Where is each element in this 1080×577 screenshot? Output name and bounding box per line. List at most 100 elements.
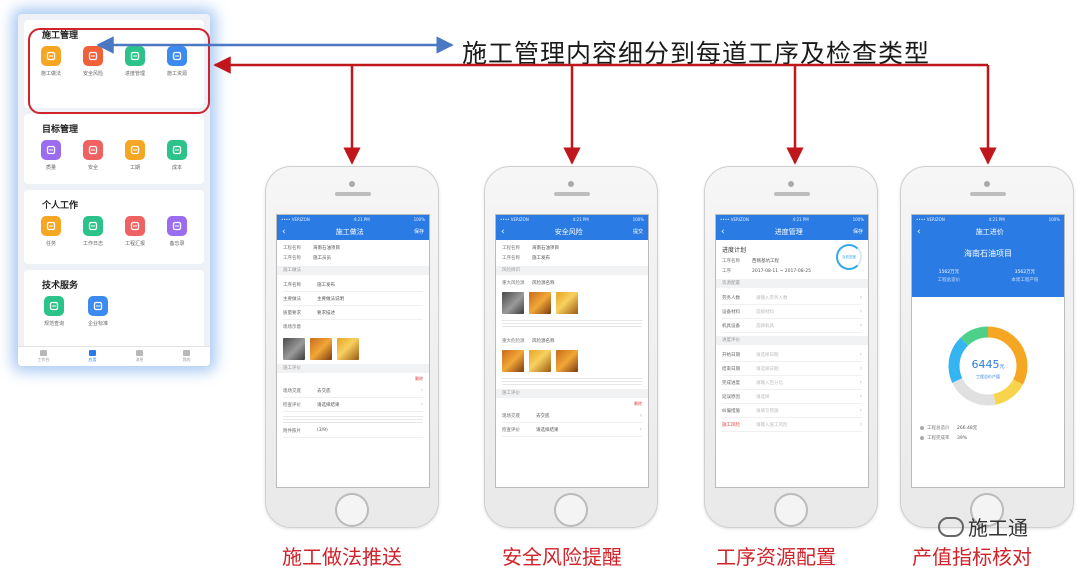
tab-label: 消息 — [135, 357, 144, 362]
save-button[interactable]: 保存 — [852, 229, 863, 235]
photo-thumbnail[interactable] — [529, 350, 551, 372]
clock-icon — [125, 140, 145, 160]
field-value: 请输入施工风险 — [756, 422, 788, 428]
placeholder-text-lines — [283, 414, 423, 424]
section-title: 个人工作 — [42, 201, 79, 211]
field-row[interactable]: 质量要求要求描述 — [283, 306, 423, 320]
tab-label: 应用 — [88, 357, 97, 362]
app-home-panel: 施工管理施工做法安全风险进度管理施工资源目标管理质量安全工期成本个人工作任务工作… — [18, 14, 210, 366]
construction-section-highlight — [28, 28, 210, 114]
photo-thumbnail[interactable] — [310, 338, 332, 360]
app-tile[interactable]: 规范查询 — [36, 296, 72, 327]
field-row[interactable]: 重大风险源风险源名称 — [502, 278, 642, 288]
photo-thumbnail[interactable] — [502, 292, 524, 314]
field-row[interactable]: 完成进度请输入百分比› — [722, 376, 862, 390]
status-bar: •••• VERIZON 4:21 PM 100% — [496, 215, 648, 223]
tab-item[interactable]: 应用 — [89, 350, 97, 363]
info-row: 工序名称施工员员 — [283, 253, 423, 263]
back-chevron-icon[interactable]: ‹ — [501, 226, 505, 237]
field-row[interactable]: 现场交底去交底› — [283, 384, 423, 398]
field-value: 请选择 — [756, 394, 770, 400]
field-row[interactable]: 施工风险请输入施工风险› — [722, 418, 862, 432]
field-row[interactable]: 开始日期请选择日期› — [722, 348, 862, 362]
tab-item[interactable]: 我的 — [183, 350, 191, 363]
photo-thumbnail[interactable] — [502, 350, 524, 372]
delete-link[interactable]: 删除 — [634, 401, 642, 406]
field-row[interactable]: 机具设备选择机具› — [722, 319, 862, 333]
donut-subtitle: 工程总价产值 — [976, 374, 1000, 379]
app-tile[interactable]: 任务 — [33, 216, 69, 247]
field-row[interactable]: 主要做法主要做法说明 — [283, 292, 423, 306]
photo-thumbnail[interactable] — [556, 292, 578, 314]
bottom-tab-bar: 工作台应用 消息 我的 — [18, 346, 210, 366]
field-value: 主要做法说明 — [317, 296, 344, 302]
app-tile[interactable]: 工作日志 — [75, 216, 111, 247]
field-value: 请选择结果 — [317, 402, 340, 408]
app-tile[interactable]: 工程汇报 — [117, 216, 153, 247]
back-chevron-icon[interactable]: ‹ — [282, 226, 286, 237]
app-label: 工期 — [129, 165, 140, 171]
tab-item[interactable]: 工作台 — [38, 350, 50, 363]
battery: 100% — [413, 216, 425, 222]
home-button[interactable] — [970, 493, 1004, 527]
watermark: 施工通 — [938, 512, 1028, 541]
field-row[interactable]: 结束日期请选择日期› — [722, 362, 862, 376]
field-row[interactable]: 延误原因请选择› — [722, 390, 862, 404]
field-key: 纠偏措施 — [722, 408, 740, 414]
photo-thumbnails — [283, 338, 423, 360]
app-icon-row: 质量 安全工期 成本 — [30, 140, 198, 171]
app-label: 安全风险 — [82, 71, 103, 77]
back-chevron-icon[interactable]: ‹ — [721, 226, 725, 237]
app-label: 质量 — [45, 165, 56, 171]
field-key: 现场交底 — [502, 413, 520, 419]
nav-title: 施工做法 — [335, 227, 364, 236]
section-card: 目标管理质量安全工期成本 — [24, 114, 204, 184]
app-tile[interactable]: 安全 — [75, 140, 111, 171]
app-tile[interactable]: 工期 — [117, 140, 153, 171]
field-row[interactable]: 设备材料选择材料› — [722, 305, 862, 319]
field-row[interactable]: 劳务人数请输入劳务人数› — [722, 291, 862, 305]
field-row[interactable]: 纠偏措施请填写措施› — [722, 404, 862, 418]
photo-thumbnail[interactable] — [283, 338, 305, 360]
tab-icon — [183, 350, 190, 356]
delete-link[interactable]: 删除 — [415, 376, 423, 381]
back-chevron-icon[interactable]: ‹ — [917, 226, 921, 237]
photo-thumbnails — [502, 350, 642, 372]
app-icon-row: 规范查询企业标准 — [30, 296, 198, 327]
section-header: 施工评价 — [277, 364, 429, 373]
section-card: 个人工作任务工作日志工程汇报备忘录 — [24, 190, 204, 264]
app-tile[interactable]: 企业标准 — [80, 296, 116, 327]
photo-thumbnail[interactable] — [337, 338, 359, 360]
app-tile[interactable]: 质量 — [33, 140, 69, 171]
field-row[interactable]: 检查评价请选择结果› — [283, 398, 423, 412]
field-value: 风险源名称 — [532, 339, 555, 344]
app-tile[interactable]: 施工做法 — [33, 46, 69, 77]
legend-key: 工程总造价 — [927, 426, 950, 431]
row-value: 海南石油项目 — [313, 246, 340, 251]
submit-button[interactable]: 提交 — [632, 229, 643, 235]
chevron-right-icon: › — [859, 379, 862, 386]
field-key: 延误原因 — [722, 394, 740, 400]
field-row[interactable]: 工序名称施工发布 — [283, 278, 423, 292]
plan-title: 进度计划 — [722, 247, 747, 254]
chevron-right-icon: › — [859, 294, 862, 301]
save-button[interactable]: 保存 — [413, 229, 424, 235]
app-tile[interactable]: 成本 — [159, 140, 195, 171]
app-label: 施工做法 — [40, 71, 61, 77]
photo-thumbnail[interactable] — [556, 350, 578, 372]
photo-thumbnail[interactable] — [529, 292, 551, 314]
project-summary: 海南石油项目 1562万元工程总造价 3562万元本周工程产值 — [912, 240, 1064, 297]
tab-icon — [89, 350, 96, 356]
field-row[interactable]: 附件照片(3/9) — [283, 424, 423, 438]
field-row[interactable]: 现场交底去交底› — [502, 409, 642, 423]
field-row[interactable]: 重大危险源风险源名称 — [502, 336, 642, 346]
home-button[interactable] — [554, 493, 588, 527]
tab-item[interactable]: 消息 — [136, 350, 144, 363]
speaker-grille — [554, 192, 590, 196]
home-button[interactable] — [774, 493, 808, 527]
app-tile[interactable]: 备忘录 — [159, 216, 195, 247]
app-label: 企业标准 — [87, 321, 108, 327]
home-button[interactable] — [335, 493, 369, 527]
field-row[interactable]: 检查评价请选择结果› — [502, 423, 642, 437]
